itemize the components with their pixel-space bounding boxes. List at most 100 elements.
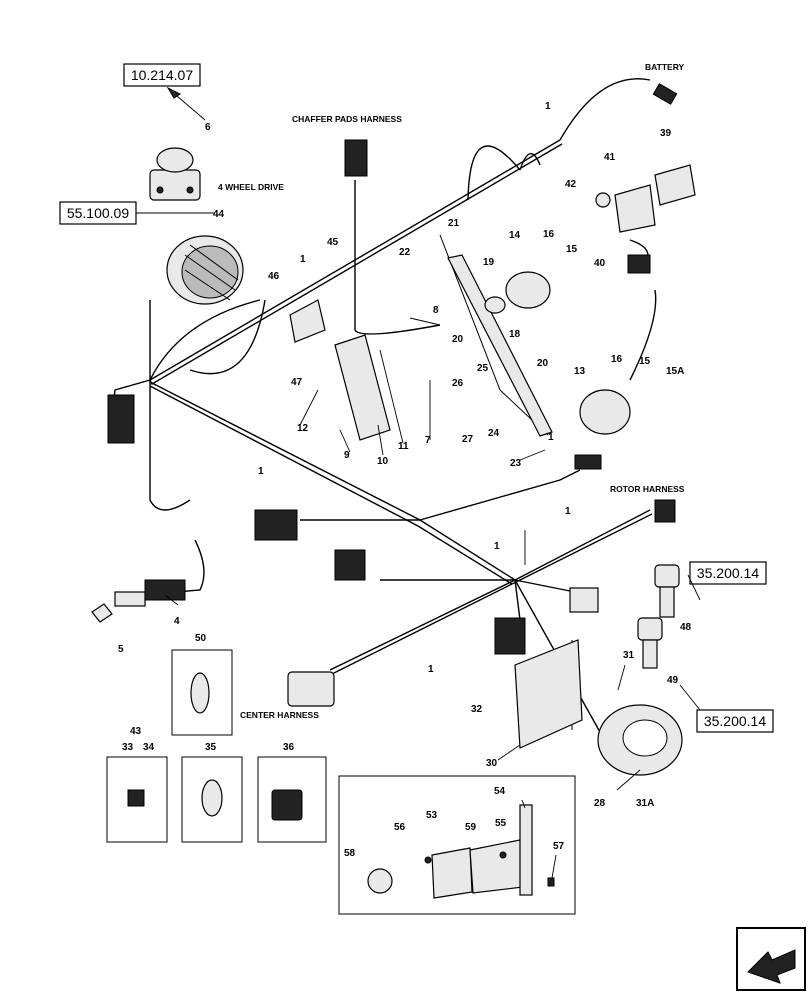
work-light bbox=[166, 235, 244, 305]
reference-box-35-200-14-a[interactable]: 35.200.14 bbox=[689, 561, 767, 585]
svg-text:35.200.14: 35.200.14 bbox=[704, 713, 766, 729]
callout-1: 1 bbox=[548, 432, 554, 443]
arrow-icon[interactable] bbox=[736, 927, 806, 991]
callout-5: 5 bbox=[118, 644, 124, 655]
callout-19: 19 bbox=[483, 257, 495, 268]
callout-34: 34 bbox=[143, 742, 155, 753]
svg-text:35.200.14: 35.200.14 bbox=[697, 565, 759, 581]
callout-41: 41 bbox=[604, 152, 616, 163]
callout-8: 8 bbox=[433, 305, 439, 316]
callout-9: 9 bbox=[344, 450, 350, 461]
callout-50: 50 bbox=[195, 633, 207, 644]
bracket-45 bbox=[289, 299, 326, 343]
callout-1: 1 bbox=[565, 506, 571, 517]
callout-30: 30 bbox=[486, 758, 498, 769]
leader-lines bbox=[164, 317, 641, 879]
callout-57: 57 bbox=[553, 841, 565, 852]
callout-39: 39 bbox=[660, 128, 672, 139]
callout-58: 58 bbox=[344, 848, 356, 859]
callout-45: 45 bbox=[327, 237, 339, 248]
callout-35: 35 bbox=[205, 742, 217, 753]
callout-15: 15 bbox=[566, 244, 578, 255]
arrowhead-icon bbox=[166, 86, 181, 99]
callout-20: 20 bbox=[537, 358, 549, 369]
battery-connector bbox=[652, 83, 678, 105]
callout-26: 26 bbox=[452, 378, 464, 389]
reference-box-55-100-09[interactable]: 55.100.09 bbox=[59, 201, 137, 225]
inset-panel-35 bbox=[181, 756, 243, 843]
four-wheel-drive-switch bbox=[149, 147, 201, 201]
callout-6: 6 bbox=[205, 122, 211, 133]
sensor-13 bbox=[579, 389, 631, 435]
callout-16: 16 bbox=[611, 354, 623, 365]
center-harness-connector bbox=[287, 671, 335, 707]
callout-13: 13 bbox=[574, 366, 586, 377]
callout-47: 47 bbox=[291, 377, 303, 388]
connector-center-left bbox=[254, 509, 298, 541]
callout-7: 7 bbox=[425, 435, 431, 446]
inset-panel-50 bbox=[171, 649, 233, 736]
callout-31a: 31A bbox=[636, 798, 654, 809]
nut-42 bbox=[595, 192, 611, 208]
callout-21: 21 bbox=[448, 218, 460, 229]
callout-54: 54 bbox=[494, 786, 506, 797]
leader-49 bbox=[679, 684, 701, 711]
label-battery: BATTERY bbox=[645, 62, 685, 72]
reference-box-35-200-14-b[interactable]: 35.200.14 bbox=[696, 709, 774, 733]
callout-24: 24 bbox=[488, 428, 500, 439]
callout-18: 18 bbox=[509, 329, 521, 340]
bracket-41 bbox=[614, 184, 656, 233]
connector-40 bbox=[627, 254, 651, 274]
nut-5 bbox=[91, 603, 113, 623]
callout-32: 32 bbox=[471, 704, 483, 715]
speed-sensor-48 bbox=[654, 564, 680, 618]
label-chaffer-pads-harness: CHAFFER PADS HARNESS bbox=[292, 114, 402, 124]
callout-49: 49 bbox=[667, 675, 679, 686]
connector-rotor-right bbox=[654, 499, 676, 523]
callout-1: 1 bbox=[300, 254, 306, 265]
callout-27: 27 bbox=[462, 434, 474, 445]
callout-40: 40 bbox=[594, 258, 606, 269]
connector-square bbox=[569, 587, 599, 613]
callout-53: 53 bbox=[426, 810, 438, 821]
label-center-harness: CENTER HARNESS bbox=[240, 710, 319, 720]
inset-panel-33 bbox=[106, 756, 168, 843]
inset-panel-36 bbox=[257, 756, 327, 843]
sensor-4 bbox=[114, 579, 186, 607]
connector-center bbox=[334, 549, 366, 581]
callout-36: 36 bbox=[283, 742, 295, 753]
connector-left bbox=[107, 394, 135, 444]
callout-56: 56 bbox=[394, 822, 406, 833]
callout-46: 46 bbox=[268, 271, 280, 282]
reference-box-10-214-07[interactable]: 10.214.07 bbox=[123, 63, 201, 87]
callout-23: 23 bbox=[510, 458, 522, 469]
leader-48 bbox=[687, 574, 701, 601]
main-harness-wires bbox=[109, 78, 657, 751]
callout-1: 1 bbox=[545, 101, 551, 112]
callout-44: 44 bbox=[213, 209, 225, 220]
callout-11: 11 bbox=[398, 441, 409, 452]
connector-lower bbox=[494, 617, 526, 655]
callout-59: 59 bbox=[465, 822, 477, 833]
callout-12: 12 bbox=[297, 423, 309, 434]
callout-25: 25 bbox=[477, 363, 489, 374]
label-rotor-harness: ROTOR HARNESS bbox=[610, 484, 685, 494]
callout-1: 1 bbox=[258, 466, 264, 477]
speed-sensor-49 bbox=[637, 617, 663, 669]
callout-15a: 15A bbox=[666, 366, 684, 377]
callout-16: 16 bbox=[543, 229, 555, 240]
callout-48: 48 bbox=[680, 622, 692, 633]
callout-15: 15 bbox=[639, 356, 651, 367]
plate-10 bbox=[334, 334, 391, 441]
bracket-30 bbox=[514, 639, 583, 749]
connector-rotor-top bbox=[574, 454, 602, 470]
callout-28: 28 bbox=[594, 798, 606, 809]
callout-10: 10 bbox=[377, 456, 389, 467]
bracket-39 bbox=[654, 164, 696, 206]
rail-20 bbox=[447, 254, 553, 437]
callout-20: 20 bbox=[452, 334, 464, 345]
callout-55: 55 bbox=[495, 818, 507, 829]
label-4-wheel-drive: 4 WHEEL DRIVE bbox=[218, 182, 284, 192]
callout-33: 33 bbox=[122, 742, 134, 753]
callout-43: 43 bbox=[130, 726, 142, 737]
